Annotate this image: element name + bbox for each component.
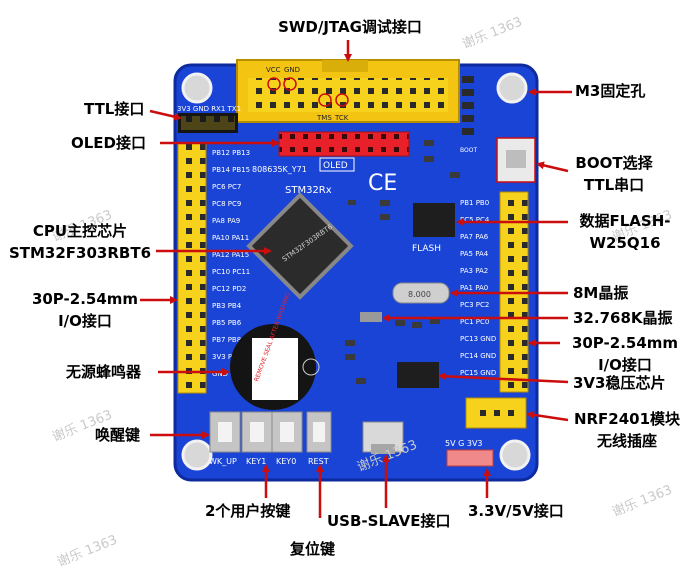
buttons bbox=[209, 411, 332, 453]
svg-text:3V3 PB9: 3V3 PB9 bbox=[212, 353, 241, 361]
svg-text:PC10 PC11: PC10 PC11 bbox=[212, 268, 250, 276]
label-cpu-1: CPU主控芯片 bbox=[32, 222, 128, 240]
oled-header bbox=[278, 131, 410, 157]
svg-text:PC8 PC9: PC8 PC9 bbox=[212, 200, 241, 208]
svg-text:PB7 PB8: PB7 PB8 bbox=[212, 336, 241, 344]
swd-header bbox=[236, 59, 460, 123]
svg-text:PC13 GND: PC13 GND bbox=[460, 335, 496, 343]
crystal-marking: 8.000 bbox=[408, 290, 431, 299]
cpu-chip: STM32F303RBT6 bbox=[246, 192, 354, 300]
svg-text:PA5 PA4: PA5 PA4 bbox=[460, 250, 489, 258]
svg-text:PA12 PA15: PA12 PA15 bbox=[212, 251, 249, 259]
label-ttl: TTL接口 bbox=[84, 100, 145, 118]
svg-text:PC14 GND: PC14 GND bbox=[460, 352, 496, 360]
svg-text:PC3 PC2: PC3 PC2 bbox=[460, 301, 489, 309]
label-cpu-2: STM32F303RBT6 bbox=[8, 244, 152, 262]
silk-rest: REST bbox=[308, 457, 329, 466]
silk-vcc: VCC bbox=[266, 66, 281, 74]
label-nrf-1: NRF2401模块 bbox=[573, 410, 681, 428]
label-io-left-1: 30P-2.54mm bbox=[31, 290, 139, 308]
label-usb: USB-SLAVE接口 bbox=[327, 512, 451, 530]
mounting-holes bbox=[181, 72, 531, 471]
svg-text:PA8 PA9: PA8 PA9 bbox=[212, 217, 240, 225]
svg-text:PA10 PA11: PA10 PA11 bbox=[212, 234, 249, 242]
silk-tms: TMS bbox=[316, 114, 332, 122]
svg-text:PC1 PC0: PC1 PC0 bbox=[460, 318, 489, 326]
silk-key1: KEY1 bbox=[246, 457, 266, 466]
label-pwr: 3.3V/5V接口 bbox=[468, 502, 564, 520]
svg-text:PA1 PA0: PA1 PA0 bbox=[460, 284, 488, 292]
silk-model: STM32Rx bbox=[285, 185, 332, 196]
nrf-pins bbox=[472, 404, 520, 422]
label-m3: M3固定孔 bbox=[575, 82, 646, 100]
label-user-keys: 2个用户按键 bbox=[205, 502, 291, 520]
silk-oled: OLED bbox=[323, 161, 348, 171]
silk-key0: KEY0 bbox=[276, 457, 296, 466]
smd-components bbox=[345, 140, 460, 384]
silk-ce: CE bbox=[368, 171, 397, 196]
label-reset: 复位键 bbox=[290, 540, 336, 558]
silk-flash: FLASH bbox=[412, 244, 441, 254]
svg-text:PC5 PC4: PC5 PC4 bbox=[460, 216, 490, 224]
ttl-header bbox=[178, 113, 238, 133]
label-ldo: 3V3稳压芯片 bbox=[573, 374, 666, 392]
svg-text:PB12 PB13: PB12 PB13 bbox=[212, 149, 250, 157]
svg-text:PC15 GND: PC15 GND bbox=[460, 369, 496, 377]
label-flash-2: W25Q16 bbox=[589, 234, 661, 252]
label-swd: SWD/JTAG调试接口 bbox=[278, 18, 422, 36]
svg-text:PB1 PB0: PB1 PB0 bbox=[460, 199, 489, 207]
label-nrf-2: 无线插座 bbox=[596, 432, 657, 450]
label-wakeup: 唤醒键 bbox=[95, 426, 141, 444]
label-io-right-1: 30P-2.54mm bbox=[571, 334, 679, 352]
crystal-32k bbox=[360, 312, 382, 322]
crystal-8m bbox=[392, 282, 450, 304]
label-osc8: 8M晶振 bbox=[573, 284, 629, 302]
usb-port bbox=[371, 444, 395, 454]
silk-wkup: WK_UP bbox=[209, 457, 237, 466]
left-io-header bbox=[177, 142, 207, 394]
svg-text:PB14 PB15: PB14 PB15 bbox=[212, 166, 250, 174]
power-header bbox=[446, 449, 494, 467]
resistor-column bbox=[462, 76, 474, 135]
boot-jumper-cap bbox=[506, 150, 526, 168]
silk-boot: BOOT bbox=[460, 147, 477, 154]
silk-oled-frame bbox=[319, 157, 355, 172]
label-io-right-2: I/O接口 bbox=[598, 356, 652, 374]
flash-chip bbox=[413, 203, 455, 237]
silk-gnd: GND bbox=[284, 66, 300, 74]
label-flash-1: 数据FLASH- bbox=[579, 212, 671, 230]
svg-text:PC12 PD2: PC12 PD2 bbox=[212, 285, 246, 293]
svg-text:PA3 PA2: PA3 PA2 bbox=[460, 267, 488, 275]
svg-text:PB3 PB4: PB3 PB4 bbox=[212, 302, 242, 310]
label-buzzer: 无源蜂鸣器 bbox=[66, 363, 142, 381]
label-osc32: 32.768K晶振 bbox=[573, 309, 673, 327]
label-boot-1: BOOT选择 bbox=[575, 154, 653, 172]
silk-pwr: 5V G 3V3 bbox=[445, 439, 483, 448]
label-boot-2: TTL串口 bbox=[583, 176, 645, 194]
label-oled: OLED接口 bbox=[71, 134, 147, 152]
label-io-left-2: I/O接口 bbox=[58, 312, 112, 330]
svg-text:PB5 PB6: PB5 PB6 bbox=[212, 319, 242, 327]
annotation-arrows bbox=[140, 40, 572, 518]
svg-text:PA7 PA6: PA7 PA6 bbox=[460, 233, 489, 241]
silk-ttl-pins: 3V3 GND RX1 TX1 bbox=[177, 105, 241, 113]
silk-tck: TCK bbox=[334, 114, 349, 122]
silk-board-title: 808635K_Y71 bbox=[252, 165, 307, 174]
ldo-chip bbox=[397, 362, 439, 388]
svg-text:PC6 PC7: PC6 PC7 bbox=[212, 183, 241, 191]
